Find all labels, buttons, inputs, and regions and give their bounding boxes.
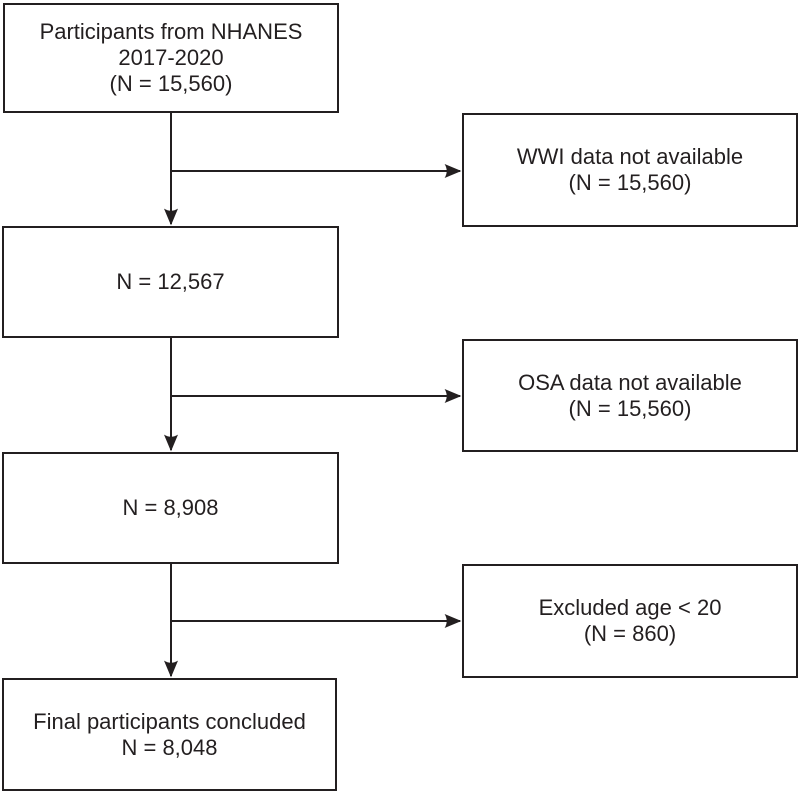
node-text-line: OSA data not available — [518, 369, 742, 395]
node-wwi-not-available: WWI data not available (N = 15,560) — [462, 113, 798, 227]
node-text-line: (N = 15,560) — [109, 71, 233, 96]
node-text-line: N = 8,048 — [121, 734, 218, 760]
node-text-line: (N = 15,560) — [568, 395, 692, 421]
node-text-line: N = 12,567 — [116, 269, 225, 294]
node-text-line: Excluded age < 20 — [538, 595, 722, 620]
node-text-line: N = 8,908 — [122, 495, 219, 520]
node-text-line: Final participants concluded — [33, 708, 306, 734]
node-after-wwi-count: N = 12,567 — [2, 226, 339, 338]
node-text-line: WWI data not available — [516, 144, 744, 169]
node-text-line: (N = 15,560) — [568, 170, 692, 195]
node-excluded-age: Excluded age < 20 (N = 860) — [462, 564, 798, 678]
node-text-line: (N = 860) — [583, 621, 677, 646]
node-osa-not-available: OSA data not available (N = 15,560) — [462, 339, 798, 452]
node-participants-source: Participants from NHANES 2017-2020 (N = … — [3, 3, 339, 113]
node-final-participants: Final participants concluded N = 8,048 — [2, 678, 337, 791]
node-text-line: 2017-2020 — [118, 45, 224, 70]
node-text-line: Participants from NHANES — [39, 19, 303, 44]
node-after-osa-count: N = 8,908 — [2, 452, 339, 564]
